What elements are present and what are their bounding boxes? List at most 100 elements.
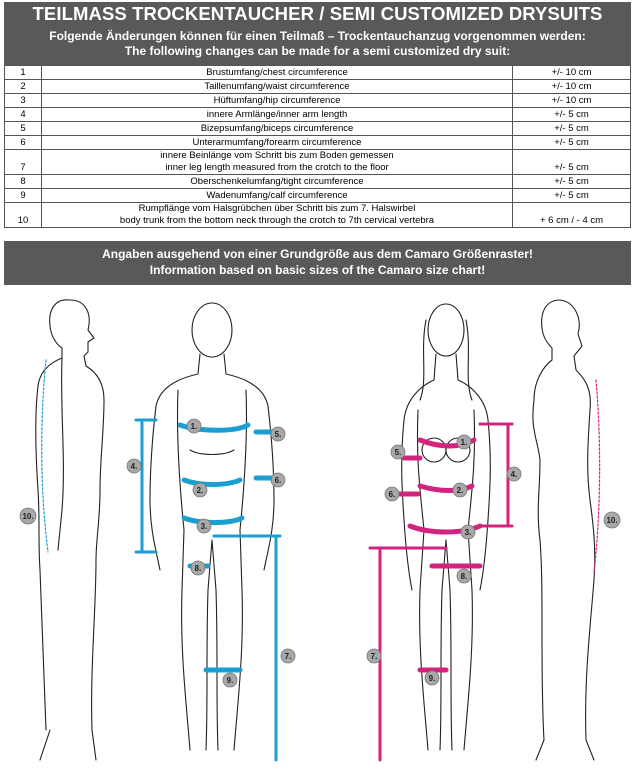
row-number: 1: [4, 65, 42, 80]
measurement-badge: 1.: [456, 434, 472, 450]
measurement-badge: 3.: [460, 524, 476, 540]
row-description: Bizepsumfang/biceps circumference: [41, 121, 513, 136]
female-measure-marks: [368, 379, 601, 762]
description-line: Rumpflänge vom Halsgrübchen über Schritt…: [138, 203, 416, 214]
footer-note: Angaben ausgehend von einer Grundgröße a…: [4, 241, 631, 285]
table-row: 3 Hüftumfang/hip circumference +/- 10 cm: [4, 93, 631, 108]
measurement-badge: 5.: [270, 426, 286, 442]
measurement-badge: 8.: [190, 560, 206, 576]
table-row: 4 innere Armlänge/inner arm length +/- 5 c…: [4, 107, 631, 122]
badge-label: 8.: [195, 564, 202, 573]
table-row: 6 Unterarmumfang/forearm circumference +/-…: [4, 135, 631, 150]
measurement-badge: 4.: [126, 458, 142, 474]
badge-label: 7.: [285, 652, 292, 661]
measurement-badge: 4.: [506, 466, 522, 482]
badge-label: 10.: [606, 516, 617, 525]
description-line: body trunk from the bottom neck through …: [119, 215, 435, 226]
measurement-badge: 9.: [222, 672, 238, 688]
row-number: 2: [4, 79, 42, 94]
badge-label: 1.: [191, 422, 198, 431]
badge-label: 3.: [201, 522, 208, 531]
table-row: 7 innere Beinlänge vom Schritt bis zum Bo…: [4, 149, 631, 175]
description-line: Bizepsumfang/biceps circumference: [200, 122, 354, 134]
badge-label: 9.: [227, 676, 234, 685]
row-description: Hüftumfang/hip circumference: [41, 93, 513, 108]
row-description: Unterarmumfang/forearm circumference: [41, 135, 513, 150]
description-line: innere Beinlänge vom Schritt bis zum Bod…: [160, 150, 394, 161]
description-line: Brustumfang/chest circumference: [206, 66, 348, 78]
measurement-badge: 5.: [390, 444, 406, 460]
row-number: 4: [4, 107, 42, 122]
row-description: Wadenumfang/calf circumference: [41, 188, 513, 203]
row-tolerance: + 6 cm / - 4 cm: [512, 202, 631, 228]
row-description: Rumpflänge vom Halsgrübchen über Schritt…: [41, 202, 513, 228]
row-tolerance: +/- 5 cm: [512, 188, 631, 203]
measurement-table: 1 Brustumfang/chest circumference +/- 10 c…: [4, 65, 631, 228]
subtitle-english: The following changes can be made for a …: [124, 44, 511, 58]
row-number: 6: [4, 135, 42, 150]
row-tolerance: +/- 5 cm: [512, 149, 631, 175]
description-line: inner leg length measured from the crotc…: [165, 162, 389, 173]
table-row: 10 Rumpflänge vom Halsgrübchen über Schri…: [4, 202, 631, 228]
subtitle-german: Folgende Änderungen können für einen Tei…: [49, 29, 586, 43]
row-tolerance: +/- 5 cm: [512, 174, 631, 189]
measurement-badge: 2.: [192, 482, 208, 498]
badge-label: 1.: [461, 438, 468, 447]
description-line: Wadenumfang/calf circumference: [206, 189, 348, 201]
male-measure-marks: [41, 359, 282, 762]
female-side-figure: [532, 299, 596, 761]
badge-label: 8.: [461, 572, 468, 581]
row-number: 7: [4, 149, 42, 175]
measurement-badge: 1.: [186, 418, 202, 434]
table-row: 9 Wadenumfang/calf circumference +/- 5 cm: [4, 188, 631, 203]
row-number: 5: [4, 121, 42, 136]
badge-label: 6.: [389, 490, 396, 499]
row-description: Taillenumfang/waist circumference: [41, 79, 513, 94]
measurement-badge: 3.: [196, 518, 212, 534]
subtitle-block: Folgende Änderungen können für einen Tei…: [4, 25, 631, 65]
row-description: Oberschenkelumfang/tight circumference: [41, 174, 513, 189]
row-description: Brustumfang/chest circumference: [41, 65, 513, 80]
measurement-badge: 6.: [384, 486, 400, 502]
body-measurement-illustration: 1.2.3.4.5.6.8.7.9.10.1.2.3.4.5.6.8.7.9.1…: [19, 299, 621, 762]
measurement-badge: 8.: [456, 568, 472, 584]
page-title: TEILMASS TROCKENTAUCHER / SEMI CUSTOMIZE…: [4, 2, 631, 25]
badge-label: 7.: [371, 652, 378, 661]
measurement-badge: 10.: [603, 511, 621, 529]
description-line: Hüftumfang/hip circumference: [213, 94, 341, 106]
badge-label: 5.: [395, 448, 402, 457]
row-number: 9: [4, 188, 42, 203]
table-row: 2 Taillenumfang/waist circumference +/- 10…: [4, 79, 631, 94]
row-tolerance: +/- 5 cm: [512, 121, 631, 136]
footer-german: Angaben ausgehend von einer Grundgröße a…: [102, 247, 533, 261]
measurement-badge: 2.: [452, 482, 468, 498]
measurement-badge: 9.: [424, 670, 440, 686]
row-tolerance: +/- 5 cm: [512, 107, 631, 122]
description-line: Unterarmumfang/forearm circumference: [192, 136, 362, 148]
description-line: innere Armlänge/inner arm length: [206, 108, 348, 120]
badge-label: 4.: [511, 470, 518, 479]
table-row: 5 Bizepsumfang/biceps circumference +/- 5 …: [4, 121, 631, 136]
measurement-badge: 7.: [280, 648, 296, 664]
male-front-figure: [149, 302, 275, 751]
row-tolerance: +/- 10 cm: [512, 79, 631, 94]
footer-english: Information based on basic sizes of the …: [149, 263, 486, 277]
measurement-badge: 7.: [366, 648, 382, 664]
row-tolerance: +/- 10 cm: [512, 65, 631, 80]
badge-label: 2.: [197, 486, 204, 495]
description-line: Oberschenkelumfang/tight circumference: [190, 175, 364, 187]
row-tolerance: +/- 10 cm: [512, 93, 631, 108]
table-row: 1 Brustumfang/chest circumference +/- 10 c…: [4, 65, 631, 80]
row-tolerance: +/- 5 cm: [512, 135, 631, 150]
badge-label: 3.: [465, 528, 472, 537]
badge-label: 9.: [429, 674, 436, 683]
row-number: 3: [4, 93, 42, 108]
badge-label: 2.: [457, 486, 464, 495]
row-number: 10: [4, 202, 42, 228]
badge-label: 10.: [22, 512, 33, 521]
description-line: Taillenumfang/waist circumference: [204, 80, 350, 92]
row-description: innere Armlänge/inner arm length: [41, 107, 513, 122]
table-row: 8 Oberschenkelumfang/tight circumference +…: [4, 174, 631, 189]
row-description: innere Beinlänge vom Schritt bis zum Bod…: [41, 149, 513, 175]
row-number: 8: [4, 174, 42, 189]
